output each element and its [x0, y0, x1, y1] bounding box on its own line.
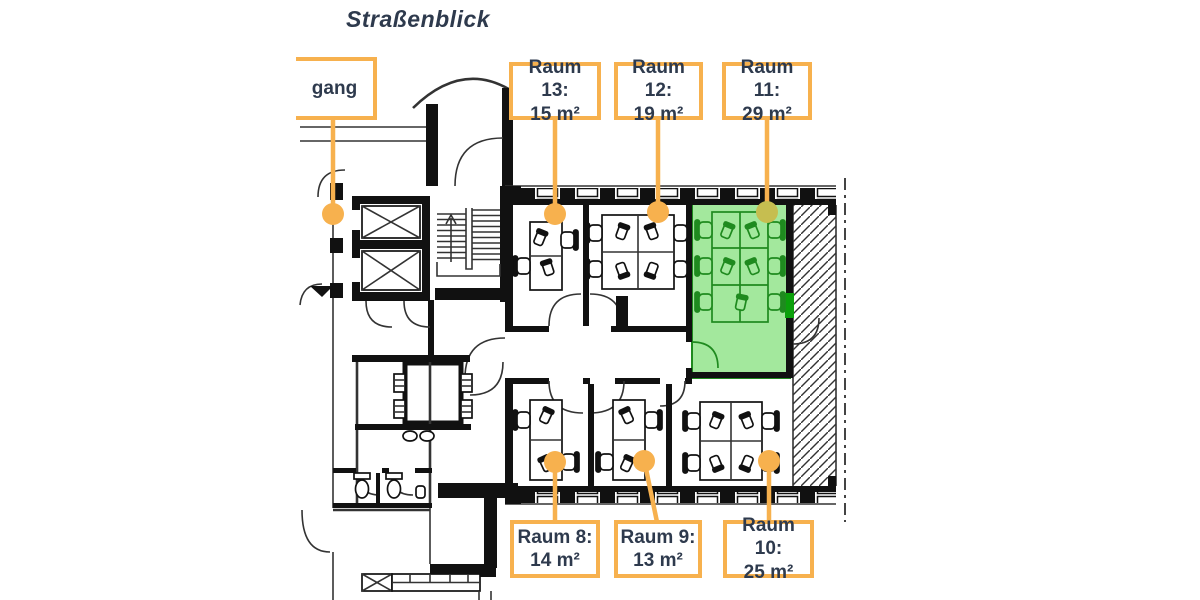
door-leaf: [616, 296, 628, 326]
marker-dot-raum12: [647, 201, 669, 223]
sill-strip: [391, 573, 481, 592]
toilet-icon: [353, 472, 371, 499]
room-name: Raum 10:: [742, 515, 795, 560]
marker-dot-eingang: [322, 203, 344, 225]
desks-raum-12: [584, 214, 692, 290]
door-marker-icon: [310, 286, 333, 297]
room-label-eingang[interactable]: gang: [296, 57, 377, 120]
door-arc-raum10: [659, 380, 686, 407]
marker-dot-raum11: [756, 201, 778, 223]
annotation-leaders: [322, 118, 780, 523]
room-name: Raum 8:: [517, 526, 593, 548]
room-label-raum-11[interactable]: Raum 11: 29 m²: [722, 57, 812, 125]
urinal-icon: [415, 485, 426, 499]
door-arc-raum11: [691, 341, 719, 369]
vent-box-icon: [361, 573, 393, 592]
balcony-hatch: [792, 205, 837, 486]
room-label-raum-9[interactable]: Raum 9: 13 m²: [614, 520, 702, 578]
room-name: Raum 9:: [620, 526, 696, 548]
room-area: 25 m²: [743, 561, 794, 583]
window-wall-bottom: [505, 486, 836, 505]
room-area: 14 m²: [530, 550, 580, 571]
entrance-door-arc: [454, 137, 504, 187]
door-arc-raum13: [548, 293, 582, 327]
shaft: [393, 360, 473, 426]
page-title: Straßenblick: [346, 6, 491, 32]
sink-icon: [402, 430, 418, 442]
room-name: Raum 12:: [632, 57, 685, 102]
room-label-text: gang: [311, 77, 358, 99]
room-area: 19 m²: [633, 103, 684, 125]
desks-raum-10: [682, 401, 780, 481]
room-label-raum-8[interactable]: Raum 8: 14 m²: [510, 520, 600, 578]
desks-raum-13: [512, 221, 579, 291]
toilet-icon: [385, 472, 403, 499]
room-label-raum-13[interactable]: Raum 13: 15 m²: [509, 57, 601, 125]
sink-icon: [419, 430, 435, 442]
elevator-icon: [352, 196, 430, 301]
exit-door-arc: [301, 509, 331, 553]
bathroom: [333, 362, 471, 508]
marker-dot-raum10: [758, 450, 780, 472]
room-area: 13 m²: [633, 550, 683, 571]
marker-dot-raum9: [633, 450, 655, 472]
office-wing: [505, 178, 846, 522]
desks-raum-11: [694, 211, 786, 323]
room-label-raum-12[interactable]: Raum 12: 19 m²: [614, 57, 703, 125]
room-area: 15 m²: [530, 103, 580, 125]
room-name: Raum 11:: [740, 57, 794, 102]
marker-dot-raum13: [544, 203, 566, 225]
room-area: 29 m²: [742, 103, 792, 125]
room-name: Raum 13:: [528, 57, 582, 102]
balcony-door: [785, 293, 794, 318]
marker-dot-raum8: [544, 451, 566, 473]
room-label-raum-10[interactable]: Raum 10: 25 m²: [723, 515, 814, 583]
left-core: [299, 77, 518, 600]
corridor-door-arc: [464, 337, 506, 379]
stairs-icon: [435, 186, 513, 302]
entrance-canopy-arc: [412, 77, 513, 109]
entrance-swing-arc: [317, 169, 346, 198]
balcony-door-arc: [792, 317, 820, 345]
